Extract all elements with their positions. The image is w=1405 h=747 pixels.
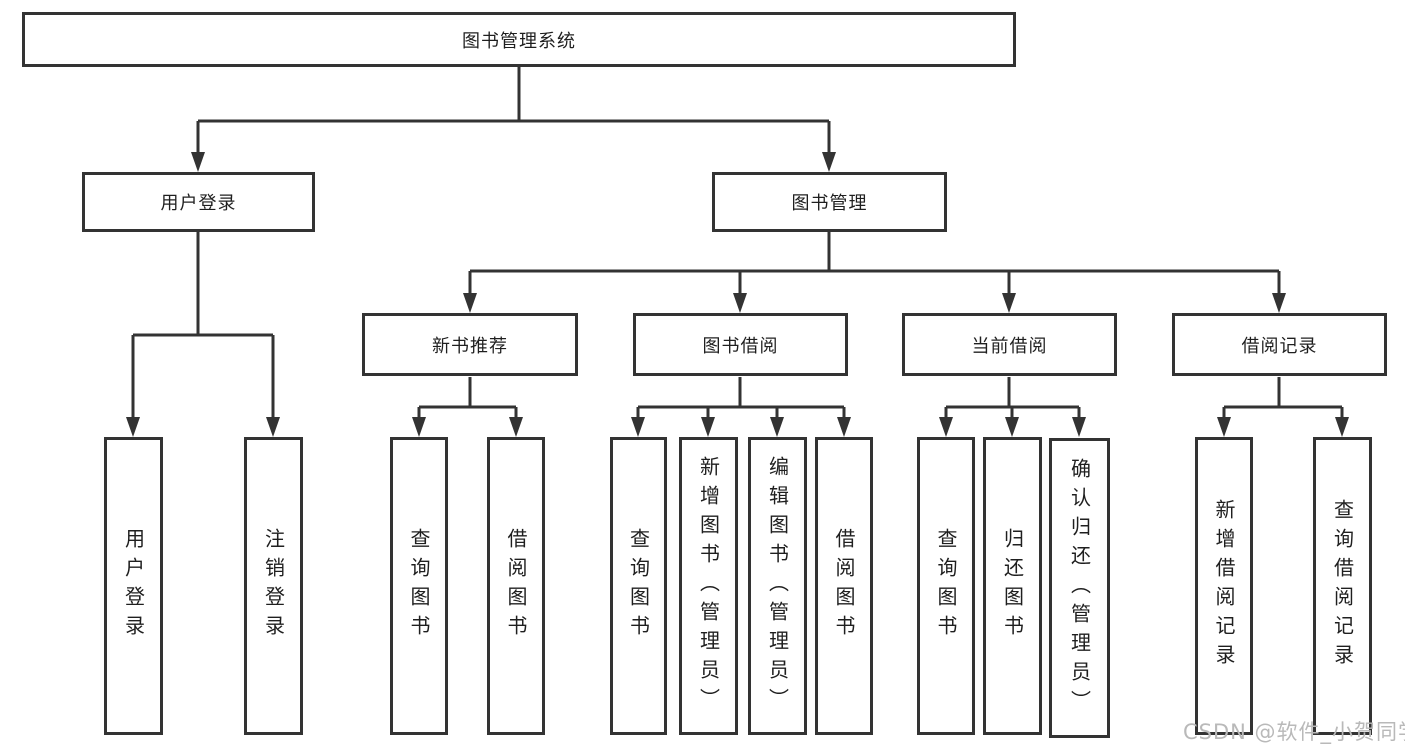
leaf-logout-label: 注销登录 [261,528,286,644]
leaf-query-books-3: 查询图书 [917,437,975,735]
leaf-add-borrow-record-label: 新增借阅记录 [1212,499,1236,673]
leaf-query-books-2-label: 查询图书 [626,528,651,644]
node-new-book-recommend-label: 新书推荐 [432,335,508,357]
leaf-add-borrow-record: 新增借阅记录 [1195,437,1253,735]
node-book-management-label: 图书管理 [791,193,868,214]
leaf-edit-books-admin-label: 编辑图书（管理员） [765,455,790,717]
node-borrow-record-label: 借阅记录 [1241,335,1318,357]
leaf-query-books-1-label: 查询图书 [407,528,431,644]
leaf-confirm-return-admin: 确认归还（管理员） [1049,438,1110,738]
node-book-borrow-label: 图书借阅 [702,335,779,357]
leaf-user-login-label: 用户登录 [121,528,146,644]
node-borrow-record: 借阅记录 [1172,313,1387,376]
leaf-return-books-label: 归还图书 [1000,528,1025,644]
node-book-borrow: 图书借阅 [633,313,848,376]
node-user-login-label: 用户登录 [160,193,237,214]
csdn-watermark: CSDN @软件_小贺同学 [1183,720,1405,744]
node-book-management: 图书管理 [712,172,947,232]
leaf-query-books-1: 查询图书 [390,437,448,735]
leaf-query-borrow-record: 查询借阅记录 [1313,437,1372,735]
leaf-add-books-admin-label: 新增图书（管理员） [696,455,721,717]
leaf-edit-books-admin: 编辑图书（管理员） [748,437,807,735]
leaf-logout: 注销登录 [244,437,303,735]
leaf-borrow-books-1: 借阅图书 [487,437,545,735]
node-user-login: 用户登录 [82,172,315,232]
leaf-return-books: 归还图书 [983,437,1042,735]
leaf-borrow-books-2: 借阅图书 [815,437,873,735]
leaf-query-books-2: 查询图书 [610,437,667,735]
leaf-user-login: 用户登录 [104,437,163,735]
node-current-borrow-label: 当前借阅 [971,335,1048,357]
leaf-confirm-return-admin-label: 确认归还（管理员） [1067,457,1092,719]
leaf-borrow-books-2-label: 借阅图书 [832,528,856,644]
leaf-add-books-admin: 新增图书（管理员） [679,437,738,735]
leaf-query-books-3-label: 查询图书 [934,528,958,644]
leaf-query-borrow-record-label: 查询借阅记录 [1330,499,1355,673]
node-root-system: 图书管理系统 [22,12,1016,67]
node-root-label: 图书管理系统 [462,30,576,52]
node-new-book-recommend: 新书推荐 [362,313,578,376]
node-current-borrow: 当前借阅 [902,313,1117,376]
leaf-borrow-books-1-label: 借阅图书 [504,528,528,644]
